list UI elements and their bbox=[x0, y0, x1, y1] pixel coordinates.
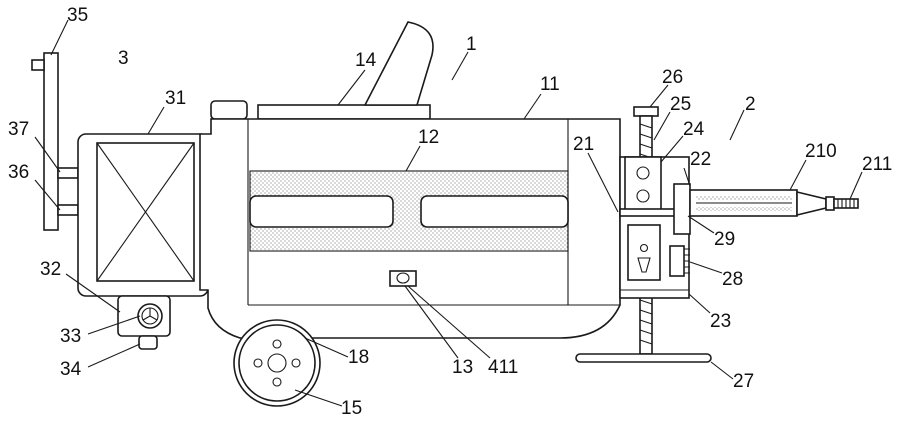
label-34: 34 bbox=[60, 359, 82, 380]
plate-top-tab bbox=[32, 60, 44, 70]
label-13: 13 bbox=[452, 357, 473, 378]
label-35: 35 bbox=[67, 5, 88, 26]
upper-connector bbox=[58, 168, 78, 178]
slot-left bbox=[250, 196, 393, 227]
label-14: 14 bbox=[355, 50, 377, 71]
tank-top-cap bbox=[211, 101, 247, 119]
lower-connector bbox=[58, 205, 78, 215]
label-28: 28 bbox=[722, 269, 743, 290]
label-31: 31 bbox=[165, 88, 186, 109]
wheel-assembly bbox=[234, 320, 320, 406]
label-24: 24 bbox=[683, 119, 705, 140]
label-32: 32 bbox=[40, 259, 61, 280]
wheel-15 bbox=[234, 320, 320, 406]
bracket-22 bbox=[674, 184, 690, 234]
tank-top-lid bbox=[258, 105, 430, 119]
label-37: 37 bbox=[8, 119, 29, 140]
label-15: 15 bbox=[341, 398, 362, 419]
screw-cap bbox=[634, 107, 658, 116]
label-26: 26 bbox=[662, 67, 683, 88]
label-22: 22 bbox=[690, 149, 711, 170]
label-18: 18 bbox=[348, 347, 369, 368]
main-tank bbox=[200, 22, 620, 338]
label-211: 211 bbox=[862, 154, 892, 175]
label-1: 1 bbox=[466, 34, 477, 55]
label-25: 25 bbox=[670, 94, 691, 115]
label-36: 36 bbox=[8, 162, 29, 183]
label-33: 33 bbox=[60, 326, 81, 347]
label-21: 21 bbox=[573, 134, 594, 155]
vertical-plate bbox=[44, 53, 58, 230]
label-411: 411 bbox=[488, 357, 518, 378]
slider-24 bbox=[625, 157, 661, 212]
label-29: 29 bbox=[714, 229, 735, 250]
nozzle-cone bbox=[797, 192, 826, 215]
label-27: 27 bbox=[733, 371, 754, 392]
label-11: 11 bbox=[540, 74, 560, 95]
base-plate-27 bbox=[576, 354, 711, 362]
outlet-nozzle bbox=[139, 336, 157, 349]
nozzle-tip bbox=[826, 197, 834, 210]
motor-28 bbox=[670, 246, 684, 276]
label-3: 3 bbox=[118, 48, 129, 69]
slot-right bbox=[421, 196, 568, 227]
label-210: 210 bbox=[805, 141, 837, 162]
label-2: 2 bbox=[745, 94, 756, 115]
label-23: 23 bbox=[710, 311, 731, 332]
label-12: 12 bbox=[418, 127, 439, 148]
